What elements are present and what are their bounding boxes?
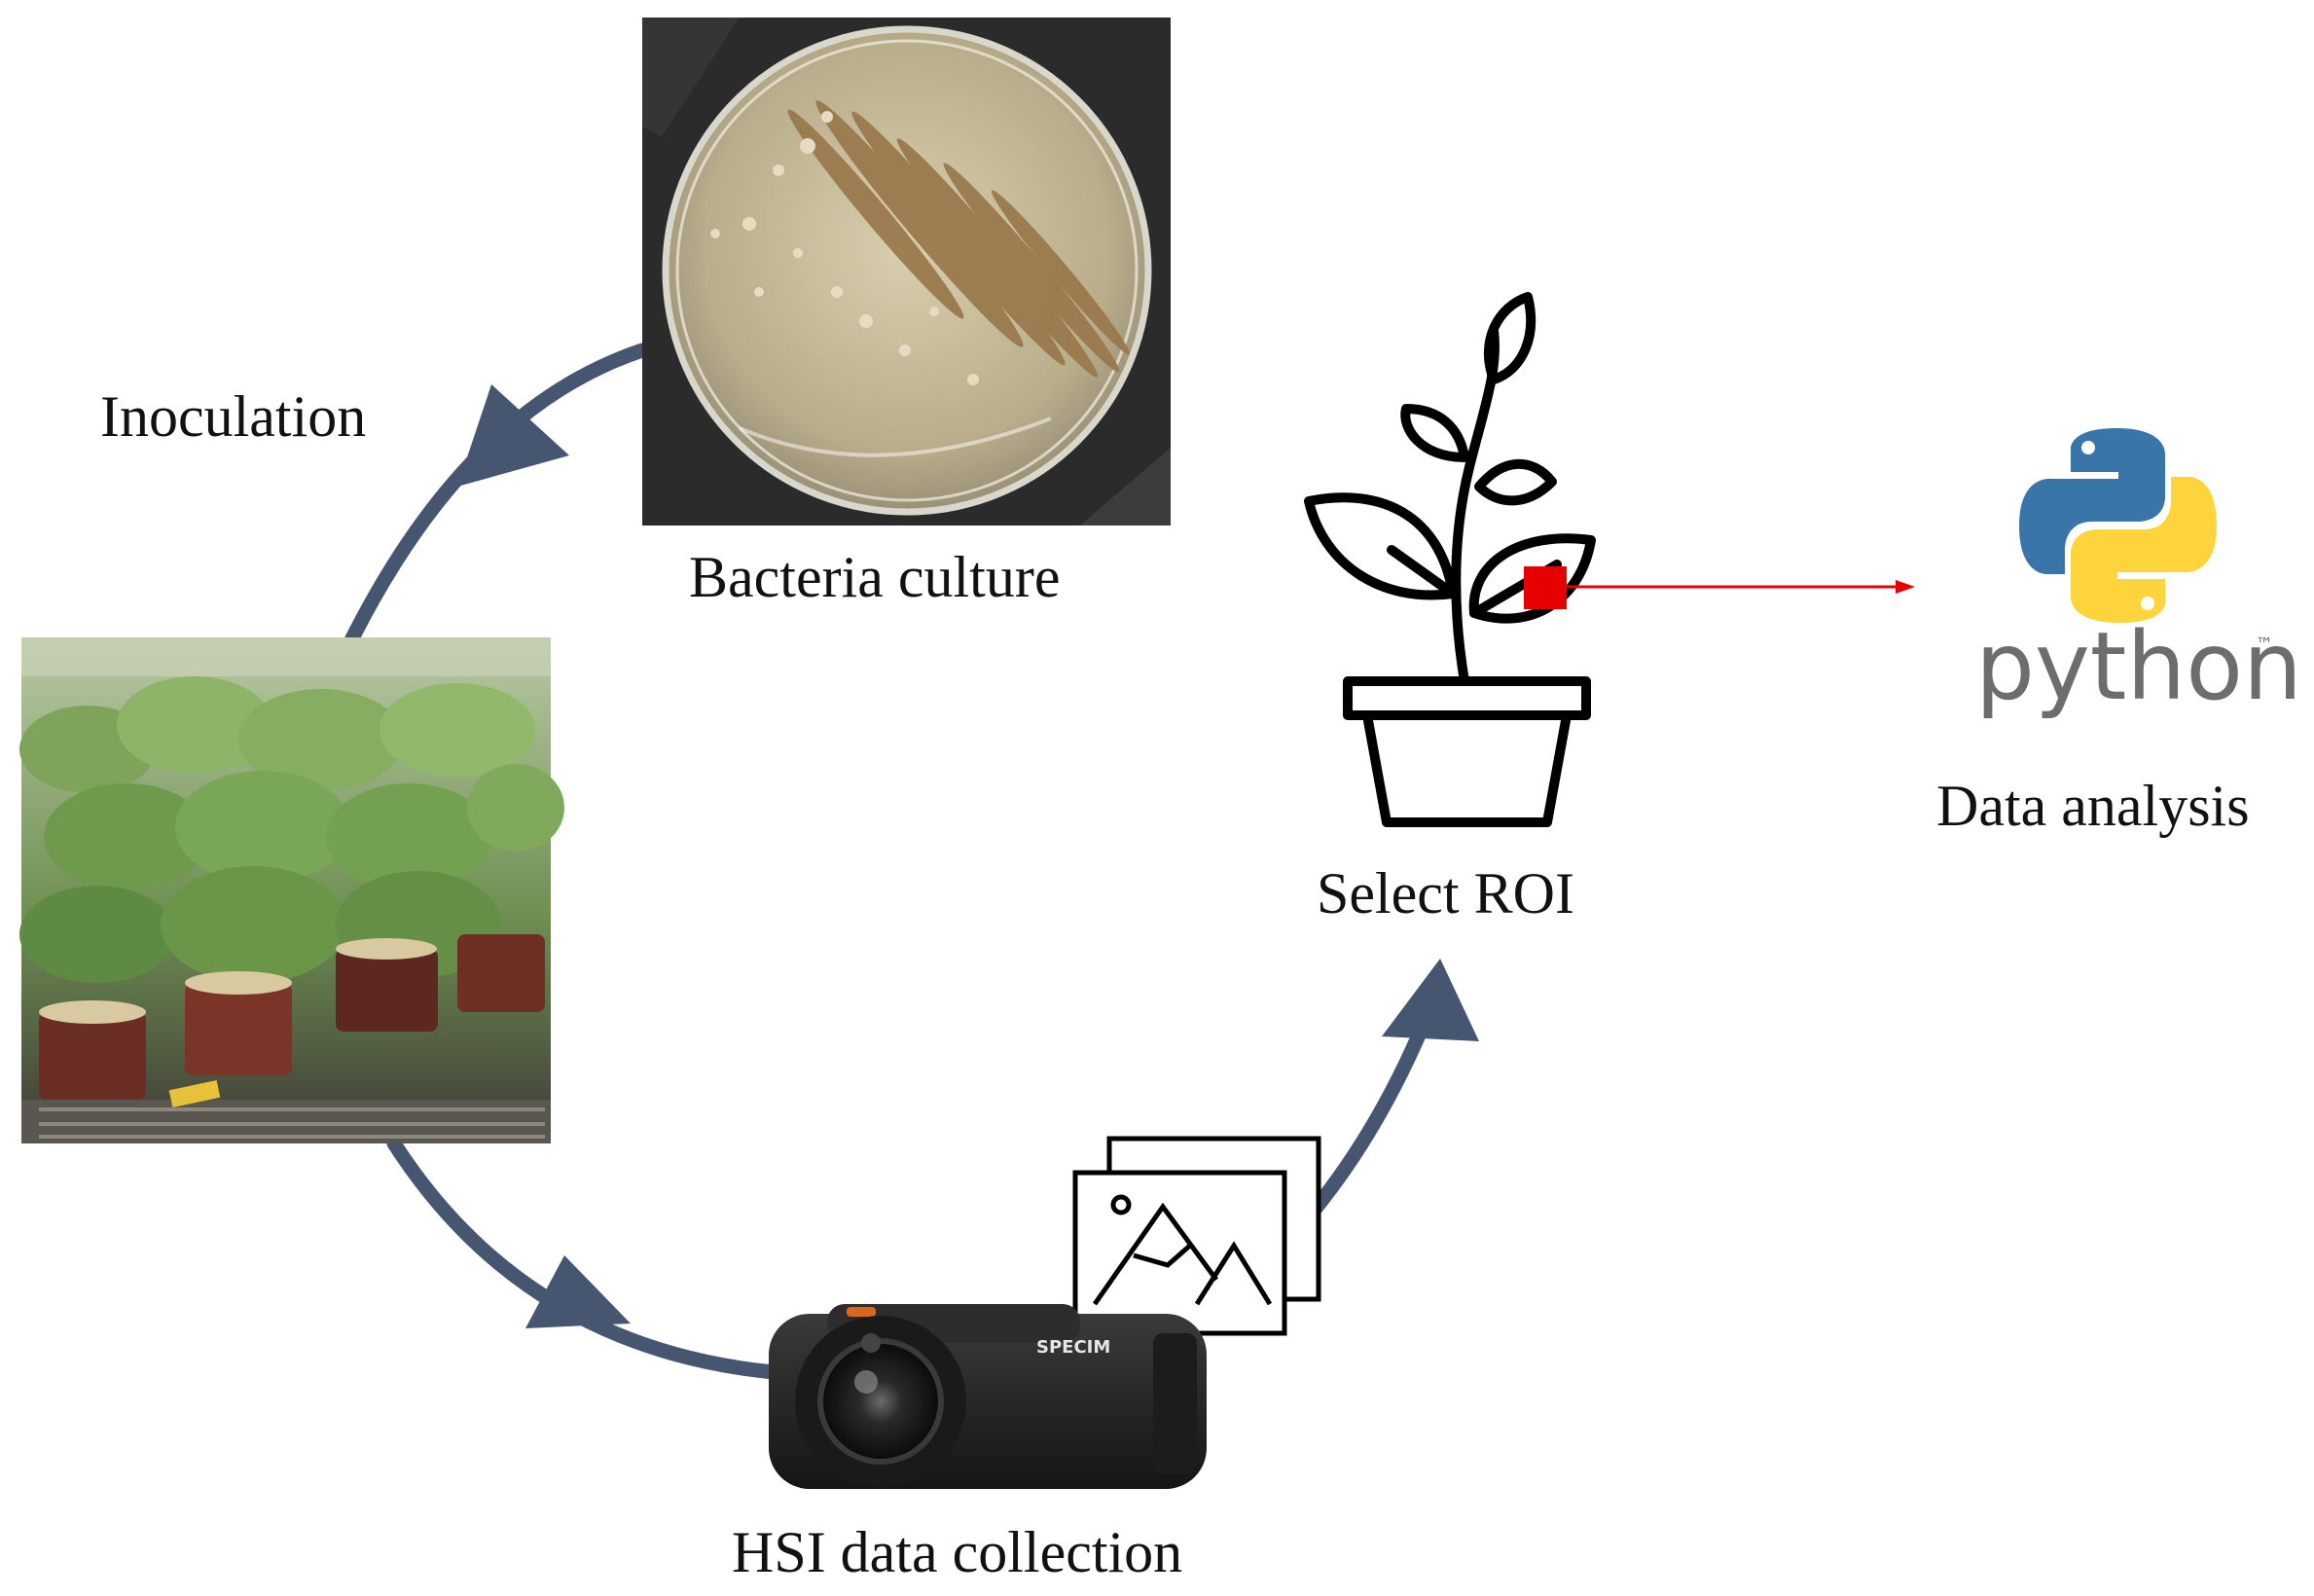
- arc-to-camera: [386, 1136, 781, 1380]
- leaf-top: [1484, 292, 1537, 384]
- label-data-analysis: Data analysis: [1936, 774, 2250, 838]
- python-trademark: ™: [2256, 635, 2273, 655]
- plant-pot-icon: [1304, 292, 1596, 827]
- leaf-right: [1468, 533, 1596, 624]
- label-hsi-data-collection: HSI data collection: [732, 1520, 1182, 1584]
- arc-to-roi: [1301, 999, 1438, 1224]
- plant-pots: [39, 934, 545, 1100]
- petri-dish: [662, 25, 1152, 516]
- pot-rim: [1343, 676, 1591, 720]
- bacteria-culture-photo: [642, 18, 1171, 526]
- leaf-top-left: [1400, 404, 1469, 462]
- camera-brand: SPECIM: [1036, 1337, 1110, 1358]
- plant-stem: [1451, 326, 1500, 686]
- plant-leaves: [19, 676, 564, 983]
- leaf-top-mid: [1474, 458, 1557, 506]
- label-select-roi: Select ROI: [1317, 861, 1574, 925]
- python-snakes-icon: [2019, 428, 2217, 623]
- leaf-left: [1304, 492, 1458, 600]
- cycle-arrows: [343, 343, 1479, 1380]
- arrowhead-to-camera: [525, 1255, 631, 1328]
- arrowhead-to-roi: [1382, 959, 1479, 1041]
- label-inoculation: Inoculation: [100, 384, 366, 449]
- pot-body: [1362, 710, 1572, 827]
- python-logo: python ™: [1975, 428, 2302, 721]
- hsi-camera: SPECIM: [769, 1304, 1207, 1489]
- arrowhead-inoculation: [457, 384, 569, 487]
- plants-photo: [19, 637, 564, 1143]
- label-bacteria-culture: Bacteria culture: [689, 545, 1060, 609]
- bacteria-colonies: [710, 111, 979, 385]
- roi-arrow: [1567, 580, 1915, 594]
- bacteria-streaks: [787, 100, 1131, 378]
- python-wordmark: python: [1975, 612, 2302, 721]
- roi-marker: [1524, 566, 1567, 609]
- image-stack-icon: [1072, 1136, 1321, 1336]
- camera-lens: [817, 1338, 944, 1465]
